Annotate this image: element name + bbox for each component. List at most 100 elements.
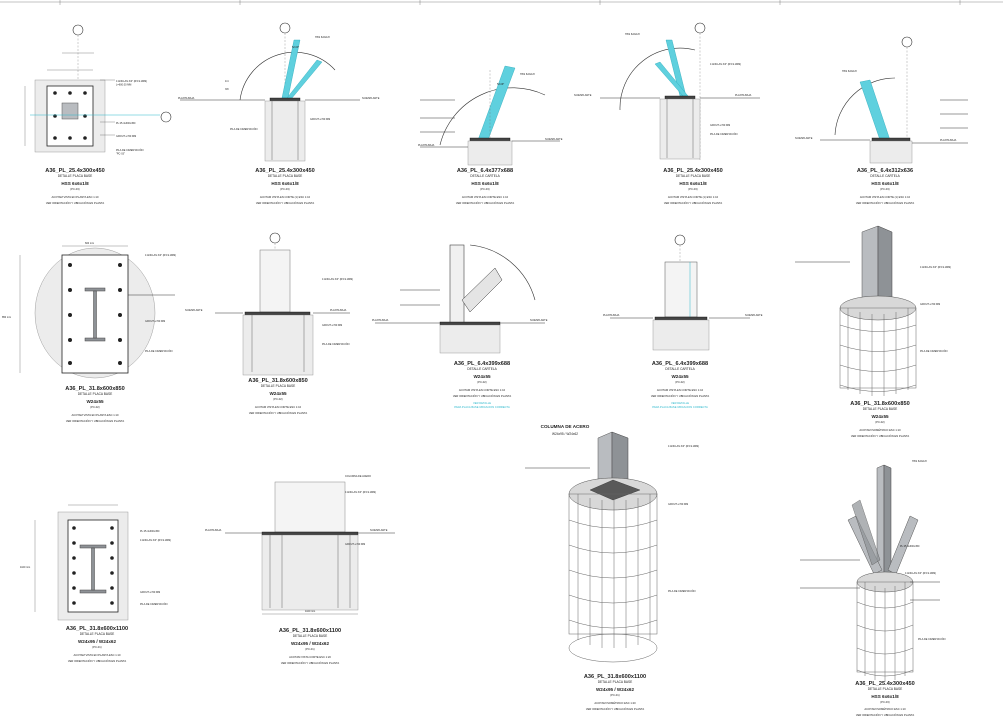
d7-pila: PILA DE CIMENTACIÓN: [322, 343, 350, 346]
d9-title: A36_PL_6.4x399x688: [652, 361, 708, 367]
d4-ref: (PC-03): [688, 187, 698, 191]
d7-n-desplante: N.DESPLANTE: [185, 309, 203, 312]
d3-note2: VER ORIENTACIÓN Y UBICACIÓN EN PLANTA: [456, 200, 515, 205]
detail-d2-section-view: PLANTA BAJA N.DESPLANTE 52.00° 1/4 3/8 P…: [178, 22, 380, 162]
d1-note2: VER ORIENTACIÓN Y UBICACIÓN EN PLANTA: [46, 200, 105, 205]
d6-column: W24x55: [86, 399, 104, 404]
d12-ref: (PC-01): [305, 647, 315, 651]
d14-anclas: 4 ANCLAS 3/4" (Ø 19.1MM): [905, 572, 936, 575]
d1-label-pila: PILA DE CIMENTACIÓN: [116, 149, 144, 152]
detail-d4-section-view: N.DESPLANTE PLANTA BAJA 4 ANCLAS 3/4" (Ø…: [574, 22, 760, 160]
d6-ref: (PC-02): [90, 405, 100, 409]
d14-pila: PILA DE CIMENTACIÓN: [918, 638, 946, 641]
d2-column: HSS 6x6x1/8: [271, 181, 299, 186]
d7-note2: VER ORIENTACIÓN Y UBICACIÓN EN PLANTA: [249, 410, 308, 415]
d6-title: A36_PL_31.8x600x850: [65, 386, 124, 392]
d10-subtitle: DETALLE PLACA BASE: [863, 407, 898, 411]
d5-subtitle: DETALLE CARTELA: [870, 174, 900, 178]
d5-title: A36_PL_6.4x312x636: [857, 168, 913, 174]
d7-column: W24x55: [269, 391, 287, 396]
d4-column: HSS 6x6x1/8: [679, 181, 707, 186]
d10-grout: GROUT e=50 MM: [920, 303, 940, 306]
d6-note1: ACOTAM VISTA EN PLANTA ESC 1:10: [71, 413, 119, 417]
d12-grout: GROUT e=50 MM: [345, 543, 365, 546]
d4-hss: HSS 6x6x1/8: [625, 33, 640, 36]
d4-grout: GROUT e=50 MM: [710, 124, 730, 127]
d5-ref: (PC-03): [880, 187, 890, 191]
d10-anclas: 4 ANCLAS 3/4" (Ø 19.1MM): [920, 266, 951, 269]
d10-pila: PILA DE CIMENTACIÓN: [920, 350, 948, 353]
d11-placa: PL 25.4x300x450: [140, 530, 160, 533]
d14-ref: (PC-03): [880, 700, 890, 704]
d8-cyan-2: PARA PLACA BASE UBICACION CORRECTA: [454, 405, 510, 409]
d11-note1: ACOTAM VISTA EN PLANTA ESC 1:10: [73, 653, 121, 657]
d14-hss: HSS 6x6x1/8: [912, 460, 927, 463]
detail-d7-section-view: N.DESPLANTE PLANTA BAJA 4 ANCLAS 3/4" (Ø…: [185, 232, 353, 376]
d3-title: A36_PL_6.4x377x688: [457, 168, 513, 174]
d7-planta-baja: PLANTA BAJA: [330, 309, 347, 312]
d12-note1: ACOTAM VISTA CORTE ESC 1:20: [289, 655, 331, 659]
d4-note1: ACOTAM VISTA EN CORTE (1) ESC 1:10: [668, 195, 719, 199]
d13-pila: PILA DE CIMENTACIÓN: [668, 590, 696, 593]
d9-n-desplante: N.DESPLANTE: [745, 314, 763, 317]
d12-planta-baja: PLANTA BAJA: [205, 529, 222, 532]
d8-note1: ACOTAM VISTA EN CORTE ESC 1:10: [459, 388, 506, 392]
d2-hss: HSS 6x6x1/8: [315, 36, 330, 39]
detail-d14-caption: A36_PL_25.4x300x450 DETALLE PLACA BASE H…: [855, 681, 914, 717]
d11-column: W24x95 / W24x62: [78, 639, 116, 644]
d1-ref: (PC-03): [70, 187, 80, 191]
d9-cyan-2: PARA PLACA BASE UBICACION CORRECTA: [652, 405, 708, 409]
d5-hss: HSS 6x6x1/8: [842, 70, 857, 73]
d13-grout: GROUT e=50 MM: [668, 503, 688, 506]
d4-pila: PILA DE CIMENTACIÓN: [710, 133, 738, 136]
d7-grout: GROUT e=50 MM: [322, 324, 342, 327]
d2-ref: (PC-03): [280, 187, 290, 191]
d14-note2: VER ORIENTACIÓN Y UBICACIÓN EN PLANTA: [856, 712, 915, 717]
d8-subtitle: DETALLE CARTELA: [467, 367, 497, 371]
d2-slope-b: 3/8: [225, 88, 229, 91]
d13-note1: ACOTAM ISOMÉTRICO ESC 1:20: [594, 700, 636, 705]
d10-ref: (PC-02): [875, 420, 885, 424]
d1-title: A36_PL_25.4x300x450: [45, 168, 104, 174]
d11-grout: GROUT e=50 MM: [140, 591, 160, 594]
d3-note1: ACOTAM VISTA EN CORTE ESC 1:10: [462, 195, 509, 199]
d4-planta-baja: PLANTA BAJA: [735, 94, 752, 97]
d6-dim-600: 600 mm: [85, 242, 94, 245]
d1-label-grout: GROUT e=50 MM: [116, 135, 136, 138]
d9-ref: (PC-02): [675, 380, 685, 384]
d5-note1: ACOTAM VISTA EN CORTE (1) ESC 1:10: [860, 195, 911, 199]
d3-ref: (PC-03): [480, 187, 490, 191]
d2-angle: 52.00°: [292, 46, 299, 49]
d4-anclas: 4 ANCLAS 3/4" (Ø 19.1MM): [710, 63, 741, 66]
detail-d1-plan-view: 4 ANCLAS 3/4" (Ø 19.1MM) L=600.00 MM PL …: [24, 24, 172, 156]
d13-ref: (PC-01): [610, 693, 620, 697]
d13-column: W24x95 / W24x62: [596, 687, 634, 692]
d3-n-desplante: N.DESPLANTE: [545, 138, 563, 141]
detail-d12-caption: A36_PL_31.8x600x1100 DETALLE PLACA BASE …: [279, 628, 341, 665]
d10-title: A36_PL_31.8x600x850: [850, 401, 909, 407]
d2-n-desplante: N.DESPLANTE: [362, 97, 380, 100]
d1-label-pila-ref: "PC-03": [116, 153, 125, 156]
detail-d11-caption: A36_PL_31.8x600x1100 DETALLE PLACA BASE …: [66, 626, 128, 663]
d8-title: A36_PL_6.4x399x688: [454, 361, 510, 367]
sheet-border-ticks: [0, 0, 1003, 5]
detail-d13-isometric: COLUMNA DE ACERO W24x95 / W24x62 4 ANCLA…: [525, 424, 699, 663]
d9-cyan-1: VER DETALLE: [671, 401, 689, 405]
detail-d5-section-view: N.DESPLANTE PLANTA BAJA HSS 6x6x1/8: [795, 36, 968, 164]
detail-d8-caption: A36_PL_6.4x399x688 DETALLE CARTELA W24x5…: [453, 361, 512, 409]
d6-subtitle: DETALLE PLACA BASE: [78, 392, 113, 396]
d12-subtitle: DETALLE PLACA BASE: [293, 634, 328, 638]
d4-n-desplante: N.DESPLANTE: [574, 94, 592, 97]
d3-subtitle: DETALLE CARTELA: [470, 174, 500, 178]
d5-note2: VER ORIENTACIÓN Y UBICACIÓN EN PLANTA: [856, 200, 915, 205]
d2-subtitle: DETALLE PLACA BASE: [268, 174, 303, 178]
d1-note1: ACOTAM VISTA EN PLANTA ESC 1:10: [51, 195, 99, 199]
d8-column: W24x55: [473, 374, 491, 379]
detail-d3-caption: A36_PL_6.4x377x688 DETALLE CARTELA HSS 6…: [456, 168, 515, 205]
d1-label-placa: PL 25.4x300x450: [116, 122, 136, 125]
d4-note2: VER ORIENTACIÓN Y UBICACIÓN EN PLANTA: [664, 200, 723, 205]
d3-angle: 53.09°: [497, 83, 504, 86]
d10-column: W24x55: [871, 414, 889, 419]
d11-anclas: 4 ANCLAS 3/4" (Ø 19.1MM): [140, 539, 171, 542]
detail-d6-plan-view: 600 mm 850 mm 4 ANCLAS 3/4" (Ø 19.1MM) G…: [2, 242, 176, 379]
